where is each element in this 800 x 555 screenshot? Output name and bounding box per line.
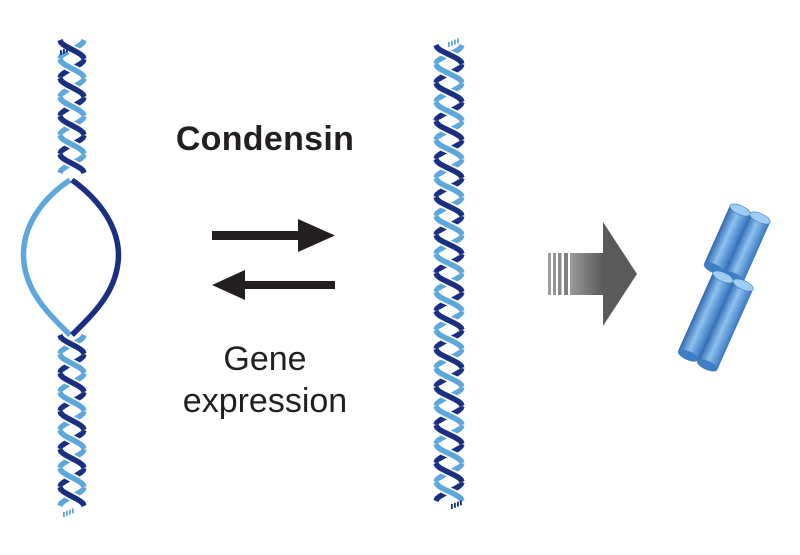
dna-end-tick <box>72 508 74 514</box>
transition-arrow-icon <box>548 222 637 326</box>
dna-strand-dark <box>57 410 87 431</box>
dna-end-tick <box>451 504 453 509</box>
dna-strand-dark <box>57 334 87 355</box>
dna-end-tick <box>457 501 459 507</box>
dna-strand-light <box>433 328 465 351</box>
chromosome-icon <box>677 203 771 372</box>
dna-strand-light <box>433 252 465 275</box>
dna-strand-dark <box>70 177 122 337</box>
dna-strand-light <box>433 214 465 237</box>
dna-strand-dark <box>57 448 87 469</box>
dna-strand-light <box>57 353 87 374</box>
dna-strand-dark <box>433 385 465 408</box>
dna-strand-light <box>433 176 465 199</box>
dna-strand-dark <box>433 309 465 332</box>
dna-strand-dark <box>57 77 87 98</box>
dna-strand-light <box>57 467 87 488</box>
dna-strand-dark <box>433 233 465 256</box>
dna-strand-light <box>433 138 465 161</box>
dna-strand-dark <box>57 372 87 393</box>
gene-expression-label: Gene expression <box>150 338 380 422</box>
dna-strand-dark <box>57 115 87 136</box>
dna-strand-light <box>57 391 87 412</box>
dna-end-tick <box>66 47 68 53</box>
dna-strand-dark <box>433 461 465 484</box>
dna-end-tick <box>454 502 456 508</box>
dna-strand-dark <box>433 271 465 294</box>
dna-strand-light <box>433 480 465 503</box>
dna-strand-dark <box>433 43 465 66</box>
dna-open-bubble <box>20 38 122 517</box>
dna-strand-light <box>433 290 465 313</box>
dna-strand-light <box>433 404 465 427</box>
dna-end-tick <box>63 512 65 517</box>
dna-strand-light <box>433 100 465 123</box>
dna-strand-light <box>433 442 465 465</box>
dna-condensed <box>431 38 467 509</box>
gene-expression-line2: expression <box>182 382 348 420</box>
dna-strand-dark <box>433 81 465 104</box>
dna-strand-light <box>57 134 87 155</box>
dna-strand-dark <box>57 486 87 507</box>
dna-end-tick <box>460 500 462 506</box>
dna-strand-dark <box>433 157 465 180</box>
gene-expression-line1: Gene <box>223 340 307 378</box>
dna-end-tick <box>66 510 68 516</box>
dna-strand-light <box>433 62 465 85</box>
dna-end-tick <box>457 38 459 44</box>
dna-strand-dark <box>433 423 465 446</box>
dna-end-tick <box>451 40 453 46</box>
arrow-left-icon <box>212 270 335 300</box>
dna-end-tick <box>60 50 62 55</box>
dna-strand-light <box>57 429 87 450</box>
dna-end-tick <box>63 48 65 54</box>
dna-strand-dark <box>433 195 465 218</box>
dna-strand-dark <box>433 119 465 142</box>
dna-end-tick <box>69 46 71 52</box>
dna-strand-dark <box>433 347 465 370</box>
dna-end-tick <box>69 509 71 515</box>
dna-end-tick <box>448 42 450 47</box>
arrow-right-icon <box>212 219 335 252</box>
dna-end-tick <box>454 39 456 45</box>
condensin-label: Condensin <box>175 120 355 158</box>
dna-strand-light <box>57 58 87 79</box>
dna-strand-dark <box>57 39 87 60</box>
dna-strand-dark <box>57 153 87 174</box>
dna-strand-light <box>433 366 465 389</box>
dna-strand-light <box>57 96 87 117</box>
dna-strand-light <box>20 177 72 337</box>
